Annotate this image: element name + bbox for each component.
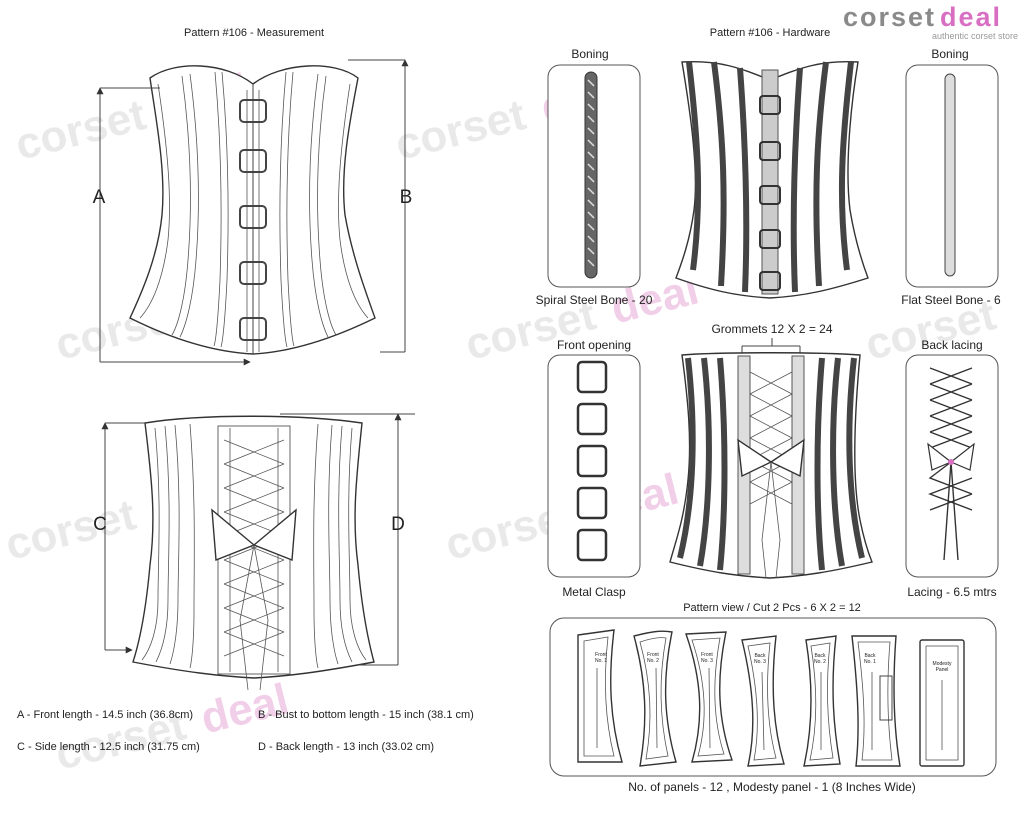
svg-text:No. 3: No. 3 — [701, 658, 713, 664]
svg-text:No. 1: No. 1 — [864, 659, 876, 665]
panel-front-3: Front No. 3 — [685, 631, 733, 763]
svg-text:Front: Front — [647, 652, 659, 658]
lacing-icon — [927, 367, 975, 561]
svg-text:Back: Back — [814, 653, 826, 659]
svg-text:No. 2: No. 2 — [647, 658, 659, 664]
brand-logo: corset deal authentic corset store — [843, 2, 1018, 41]
svg-text:Front: Front — [595, 652, 607, 658]
marker-d: D — [391, 514, 405, 535]
corset-hardware-back — [669, 352, 873, 579]
panel-back-3: Back No. 3 — [741, 635, 785, 767]
back-lacing-caption: Lacing - 6.5 mtrs — [907, 585, 996, 599]
svg-text:No. 1: No. 1 — [595, 658, 607, 664]
boning-left-title: Boning — [571, 47, 608, 61]
svg-text:authentic corset store: authentic corset store — [932, 31, 1018, 41]
back-lacing-box — [905, 354, 999, 578]
legend-a: A - Front length - 14.5 inch (36.8cm) — [17, 709, 193, 721]
corset-back-view — [132, 415, 375, 691]
marker-c: C — [93, 514, 107, 535]
pattern-view-footer: No. of panels - 12 , Modesty panel - 1 (… — [628, 780, 915, 794]
boning-left-caption: Spiral Steel Bone - 20 — [536, 293, 653, 307]
front-opening-title: Front opening — [557, 338, 631, 352]
legend-c: C - Side length - 12.5 inch (31.75 cm) — [17, 741, 200, 753]
boning-right-caption: Flat Steel Bone - 6 — [901, 293, 1001, 307]
svg-text:Back: Back — [864, 653, 876, 659]
svg-text:corset: corset — [843, 2, 936, 32]
legend-d: D - Back length - 13 inch (33.02 cm) — [258, 741, 434, 753]
measurement-title: Pattern #106 - Measurement — [184, 27, 324, 39]
watermark: corset deal — [51, 675, 294, 780]
svg-text:corset: corset — [1, 490, 141, 570]
svg-text:Modesty: Modesty — [933, 661, 952, 667]
svg-text:corset: corset — [11, 90, 151, 170]
front-opening-box — [547, 354, 641, 578]
marker-b: B — [400, 187, 413, 208]
hardware-title: Pattern #106 - Hardware — [710, 27, 830, 39]
metal-clasp-icon — [576, 360, 608, 562]
spiral-steel-bone-icon — [584, 71, 598, 279]
svg-text:Panel: Panel — [936, 667, 949, 673]
legend-b: B - Bust to bottom length - 15 inch (38.… — [258, 709, 474, 721]
flat-steel-bone-icon — [944, 73, 956, 277]
corset-hardware-front — [675, 60, 869, 299]
panel-front-2: Front No. 2 — [633, 630, 677, 767]
svg-text:No. 3: No. 3 — [754, 659, 766, 665]
front-clasps — [239, 99, 267, 341]
grommets-label: Grommets 12 X 2 = 24 — [711, 322, 832, 336]
pattern-view-title: Pattern view / Cut 2 Pcs - 6 X 2 = 12 — [683, 602, 861, 614]
corset-front-view — [129, 65, 376, 355]
back-lacing-title: Back lacing — [921, 338, 982, 352]
svg-text:corset: corset — [391, 90, 531, 170]
panel-front-1: Front No. 1 — [577, 629, 623, 763]
boning-right-title: Boning — [931, 47, 968, 61]
svg-text:No. 2: No. 2 — [814, 659, 826, 665]
pattern-panels: Front No. 1 Front No. 2 Front No. 3 Back… — [577, 629, 965, 767]
svg-text:Back: Back — [754, 653, 766, 659]
svg-text:Front: Front — [701, 652, 713, 658]
panel-back-1: Back No. 1 — [851, 635, 901, 767]
panel-back-2: Back No. 2 — [803, 635, 841, 767]
svg-text:deal: deal — [940, 2, 1002, 32]
front-opening-caption: Metal Clasp — [562, 585, 626, 599]
marker-a: A — [93, 187, 106, 208]
panel-modesty: Modesty Panel — [919, 639, 965, 767]
